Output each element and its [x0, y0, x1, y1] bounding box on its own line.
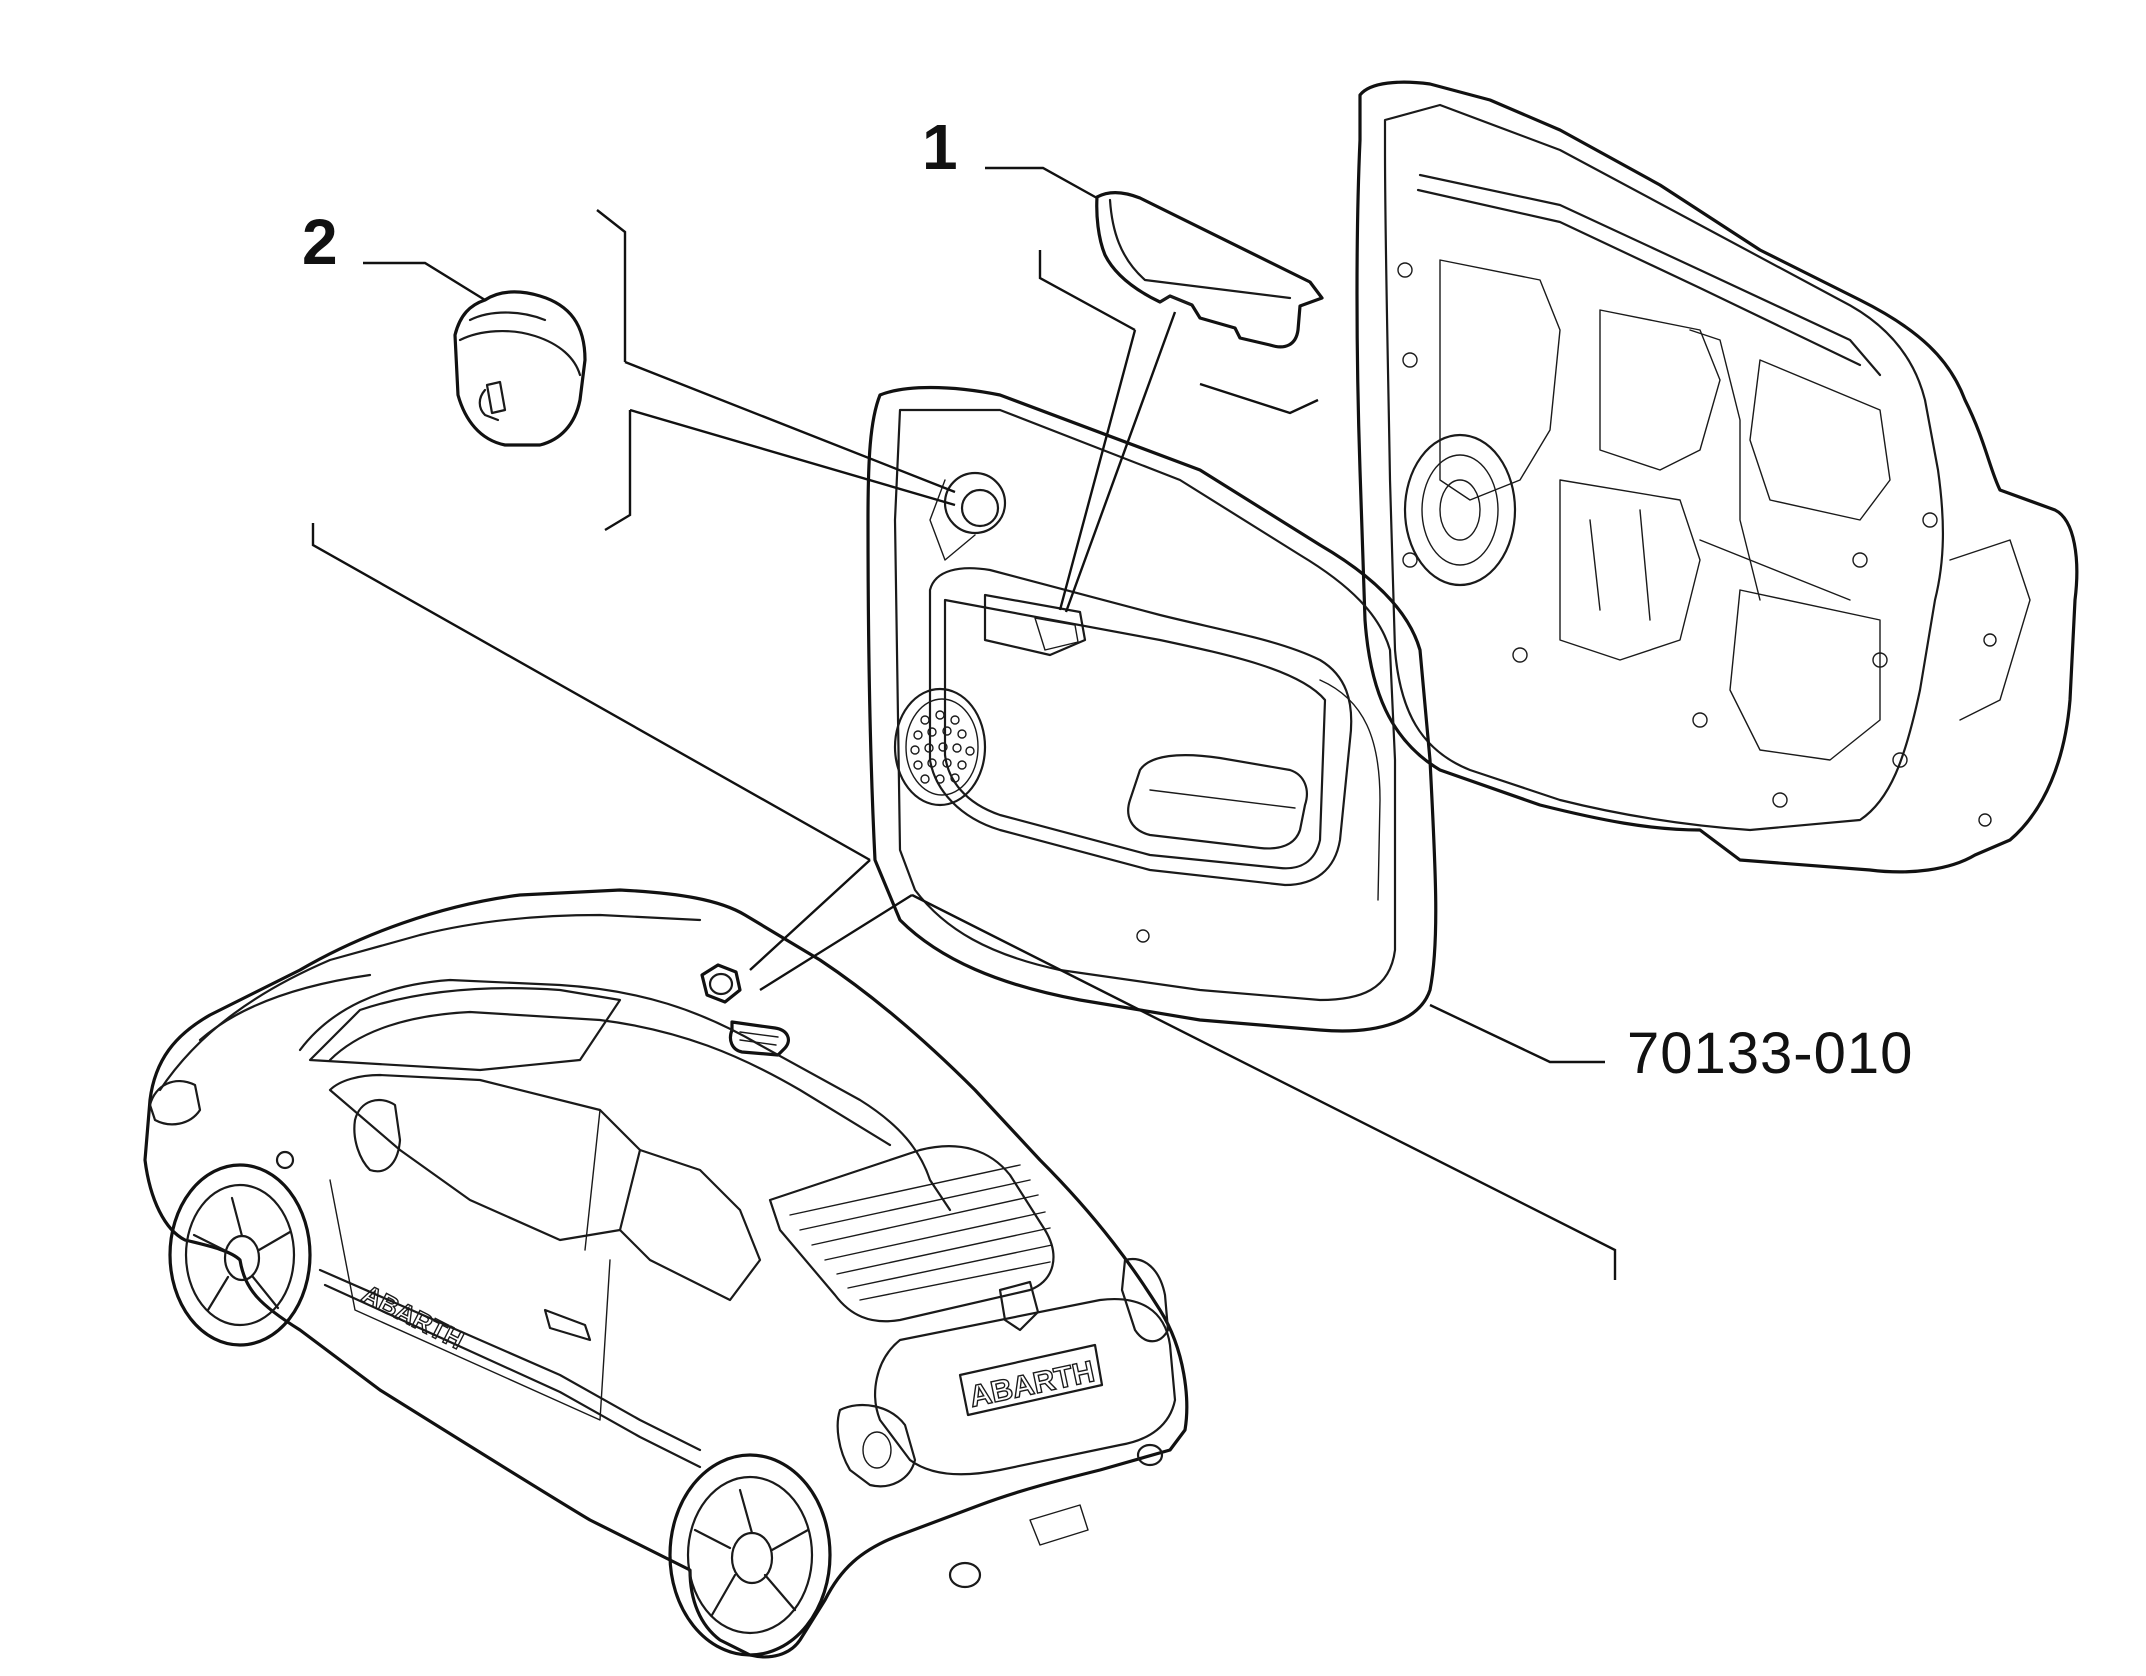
part-2-tweeter-cap [453, 290, 587, 447]
door-shell [1355, 80, 2079, 874]
assembly-leader-lines [311, 166, 1617, 1280]
callout-2: 2 [302, 206, 338, 278]
side-stripe-badge: ABARTH [357, 1279, 468, 1356]
assembly-reference-number: 70133-010 [1627, 1021, 1914, 1086]
part-1-handle-bezel [1095, 191, 1324, 349]
small-parts-detail [700, 963, 790, 1057]
rear-plate-badge: ABARTH [967, 1355, 1098, 1414]
door-trim-panel [866, 385, 1438, 1033]
callout-1: 1 [922, 111, 958, 183]
vehicle-illustration: ABARTH ABARTH [143, 888, 1189, 1659]
